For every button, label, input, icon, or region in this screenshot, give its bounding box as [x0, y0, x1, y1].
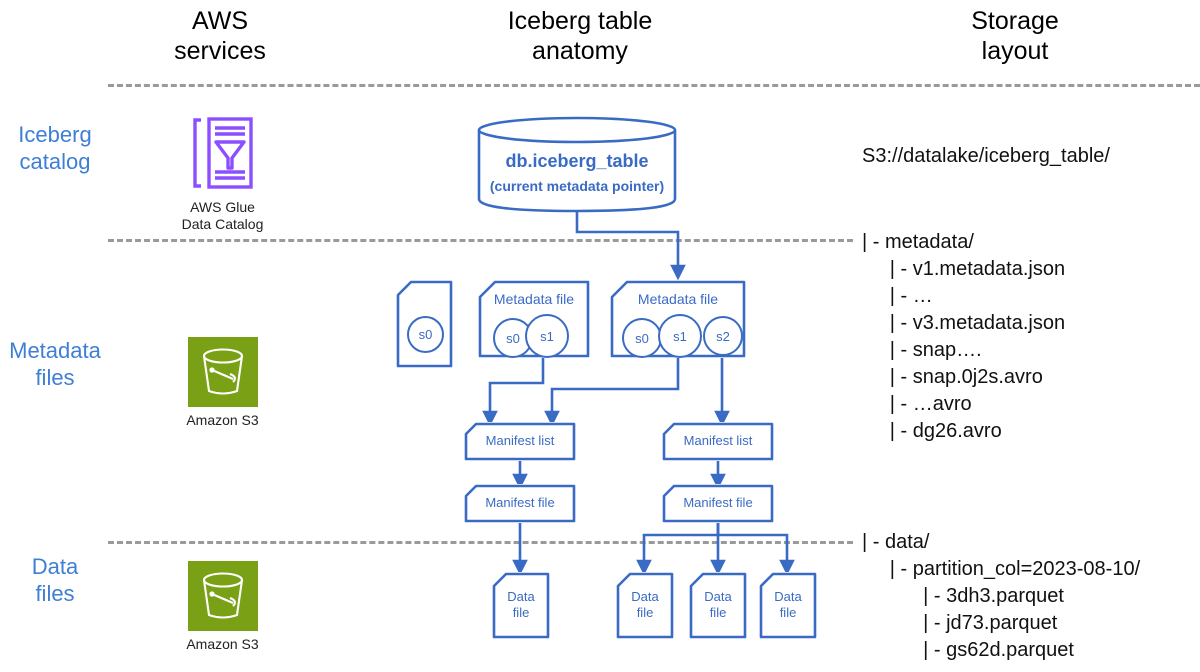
storage-root-path: S3://datalake/iceberg_table/: [862, 145, 1110, 167]
column-header-aws-services: AWS services: [174, 7, 266, 65]
metadata-file-v3: Metadata file s0 s1 s2: [610, 280, 746, 358]
metadata-file-v1: s0: [396, 280, 453, 368]
metadata-file-v2: Metadata file s0 s1: [478, 280, 590, 358]
manifest-list-1-label: Manifest list: [485, 433, 555, 448]
catalog-node-subtitle: (current metadata pointer): [489, 178, 665, 194]
aws-glue-data-catalog: AWS Glue Data Catalog: [160, 116, 285, 233]
file-outline: [492, 572, 550, 639]
storage-tree-line: | - v1.metadata.json: [862, 258, 1066, 280]
file-outline: [662, 484, 774, 523]
storage-metadata-tree: | - metadata/ | - v1.metadata.json | - ……: [862, 229, 1065, 445]
storage-tree-line: | - data/: [862, 531, 930, 553]
manifest-file-2: Manifest file: [662, 484, 774, 523]
snapshot-s2: s2: [703, 316, 743, 356]
metadata-file-v2-label: Metadata file: [493, 291, 575, 307]
column-header-storage-layout: Storage layout: [971, 7, 1059, 65]
snapshot-s1: s1: [658, 314, 702, 358]
storage-tree-line: | - metadata/: [862, 231, 974, 253]
file-outline: [689, 572, 747, 639]
snapshot-s0: s0: [407, 316, 444, 353]
divider-data: [108, 541, 853, 544]
file-outline: [662, 422, 774, 461]
storage-tree-line: | - …: [862, 285, 933, 307]
amazon-s3-metadata: Amazon S3: [160, 337, 285, 429]
data-file-1: Data file: [492, 572, 550, 639]
manifest-list-2-label: Manifest list: [683, 433, 753, 448]
storage-tree-line: | - …avro: [862, 393, 972, 415]
manifest-list-2: Manifest list: [662, 422, 774, 461]
storage-tree-line: | - snap.0j2s.avro: [862, 366, 1043, 388]
manifest-file-2-label: Manifest file: [683, 495, 753, 510]
storage-tree-line: | - v3.metadata.json: [862, 312, 1066, 334]
metadata-file-v3-label: Metadata file: [637, 291, 719, 307]
amazon-s3-icon: [187, 561, 258, 631]
file-outline: [464, 422, 576, 461]
file-outline: [759, 572, 817, 639]
storage-tree-line: | - 3dh3.parquet: [862, 585, 1064, 607]
divider-metadata: [108, 239, 853, 242]
storage-tree-line: | - gs62d.parquet: [862, 639, 1074, 661]
divider-top: [108, 84, 1200, 87]
file-outline: [464, 484, 576, 523]
row-label-metadata-files: Metadata files: [9, 338, 101, 390]
storage-tree-line: | - jd73.parquet: [862, 612, 1058, 634]
storage-tree-line: | - dg26.avro: [862, 420, 1002, 442]
storage-data-tree: | - data/ | - partition_col=2023-08-10/ …: [862, 529, 1140, 664]
snapshot-s1: s1: [525, 314, 569, 358]
amazon-s3-caption: Amazon S3: [186, 412, 259, 428]
column-header-iceberg-table-anatomy: Iceberg table anatomy: [507, 7, 653, 65]
amazon-s3-data: Amazon S3: [160, 561, 285, 653]
data-file-4-label: Data file: [774, 589, 802, 620]
catalog-node-title: db.iceberg_table: [505, 151, 649, 171]
storage-tree-line: | - partition_col=2023-08-10/: [862, 558, 1141, 580]
manifest-file-1: Manifest file: [464, 484, 576, 523]
manifest-list-1: Manifest list: [464, 422, 576, 461]
data-file-1-label: Data file: [507, 589, 535, 620]
row-label-iceberg-catalog: Iceberg catalog: [18, 122, 92, 174]
data-file-3-label: Data file: [704, 589, 732, 620]
manifest-file-1-label: Manifest file: [485, 495, 555, 510]
storage-tree-line: | - snap….: [862, 339, 982, 361]
data-file-4: Data file: [759, 572, 817, 639]
amazon-s3-caption: Amazon S3: [186, 636, 259, 652]
aws-glue-icon: [192, 116, 254, 195]
amazon-s3-icon: [187, 337, 258, 407]
data-file-2: Data file: [616, 572, 674, 639]
file-outline: [616, 572, 674, 639]
data-file-2-label: Data file: [631, 589, 659, 620]
aws-glue-caption: AWS Glue Data Catalog: [181, 199, 264, 232]
data-file-3: Data file: [689, 572, 747, 639]
catalog-node: db.iceberg_table (current metadata point…: [477, 116, 677, 213]
snapshot-s0: s0: [622, 318, 662, 358]
row-label-data-files: Data files: [31, 554, 79, 606]
